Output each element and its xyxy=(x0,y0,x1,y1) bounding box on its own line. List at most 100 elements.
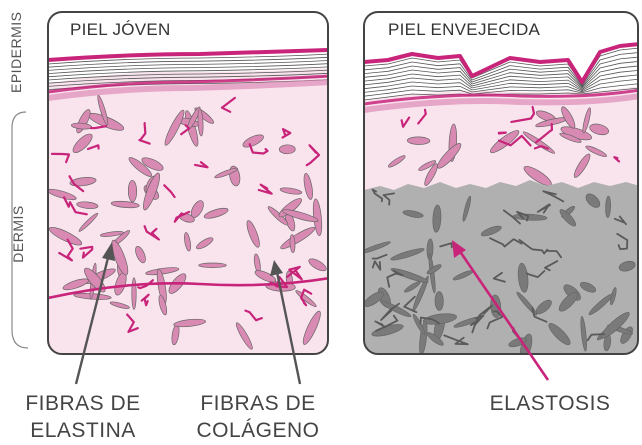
collagen-caption-line1: FIBRAS DE xyxy=(200,392,316,415)
collagen-fiber xyxy=(580,315,587,352)
collagen-fiber xyxy=(585,145,608,158)
collagen-fiber xyxy=(242,134,264,148)
elastic-fiber xyxy=(403,295,418,314)
elastic-fiber xyxy=(531,306,548,323)
collagen-fiber xyxy=(419,320,428,354)
collagen-fiber xyxy=(289,234,296,253)
elastic-fiber xyxy=(126,313,139,333)
elastic-fiber xyxy=(382,192,395,206)
collagen-fiber xyxy=(164,109,185,146)
elastic-fiber xyxy=(143,122,147,134)
collagen-fiber xyxy=(558,292,578,312)
elastic-fiber xyxy=(544,260,559,272)
collagen-fiber xyxy=(588,293,614,316)
epidermis-layer-line xyxy=(364,78,638,93)
elastosis-caption: ELASTOSIS xyxy=(489,392,611,415)
collagen-fiber xyxy=(99,231,125,237)
elastic-fiber xyxy=(489,237,523,248)
collagen-fiber xyxy=(48,226,83,246)
epidermis-layer-line xyxy=(364,69,638,91)
collagen-fiber xyxy=(589,123,610,136)
elastic-fiber xyxy=(542,190,565,203)
aged-basement-line xyxy=(364,88,638,106)
collagen-fiber xyxy=(548,323,571,346)
elastic-fiber xyxy=(194,161,209,169)
collagen-fiber xyxy=(173,318,207,328)
collagen-fiber xyxy=(426,332,444,346)
collagen-fiber xyxy=(302,310,321,345)
aged-upper-collagen-fibers xyxy=(388,106,610,186)
epidermis-layer-line xyxy=(48,60,328,71)
elastic-fiber xyxy=(486,310,504,330)
elastic-fiber xyxy=(79,245,94,259)
collagen-fiber xyxy=(254,270,277,283)
aged-epidermis-layers xyxy=(364,47,638,101)
aged-gray-elastic-fibers xyxy=(371,188,629,346)
collagen-fiber xyxy=(406,136,431,145)
elastin-caption: FIBRAS DE ELASTINA xyxy=(18,390,148,444)
collagen-fiber xyxy=(480,225,502,237)
young-elastin-fibers xyxy=(50,96,321,333)
collagen-fiber xyxy=(390,248,425,261)
collagen-fiber xyxy=(145,267,180,276)
elastic-fiber xyxy=(281,128,292,139)
elastin-caption-line1: FIBRAS DE xyxy=(25,392,141,415)
collagen-fiber xyxy=(198,262,227,268)
collagen-fiber xyxy=(364,241,391,254)
collagen-fiber xyxy=(78,212,99,232)
aged-panel-title: PIEL ENVEJECIDA xyxy=(388,20,541,39)
elastic-fiber xyxy=(419,316,441,325)
collagen-fiber xyxy=(390,268,429,283)
young-surface-line xyxy=(48,48,328,62)
collagen-fiber xyxy=(559,132,582,143)
collagen-fiber xyxy=(295,290,317,308)
collagen-fiber xyxy=(282,209,319,223)
collagen-fiber xyxy=(426,264,442,275)
epidermis-layer-line xyxy=(48,56,328,68)
aged-skin-panel xyxy=(364,12,638,354)
collagen-fiber xyxy=(109,301,130,309)
collagen-fiber xyxy=(585,193,601,208)
elastic-fiber xyxy=(140,293,150,307)
epidermis-layer-line xyxy=(364,74,638,92)
young-skin-panel xyxy=(48,12,328,354)
elastic-fiber xyxy=(50,152,71,164)
collagen-fiber xyxy=(462,195,472,222)
collagen-fiber xyxy=(184,232,191,252)
young-basement-line xyxy=(48,74,328,94)
collagen-fiber xyxy=(573,153,591,178)
collagen-fiber xyxy=(214,167,239,179)
elastic-fiber xyxy=(173,210,191,223)
aged-gray-collagen-fibers xyxy=(364,193,636,354)
elastic-fiber xyxy=(471,304,493,334)
elastic-fiber xyxy=(286,265,303,281)
elastic-fiber xyxy=(244,309,263,322)
collagen-fiber xyxy=(618,260,636,272)
elastic-fiber xyxy=(516,210,530,222)
collagen-fiber xyxy=(235,322,253,350)
elastic-fiber xyxy=(371,253,388,260)
collagen-fiber xyxy=(70,122,93,130)
elastic-fiber xyxy=(58,238,74,262)
collagen-fiber xyxy=(110,200,140,209)
collagen-fiber xyxy=(380,300,412,318)
epidermis-layer-line xyxy=(364,83,638,97)
elastic-fiber xyxy=(248,143,269,155)
collagen-fiber xyxy=(434,291,444,311)
young-panel-border xyxy=(47,11,329,355)
elastic-fiber xyxy=(138,132,151,145)
collagen-fiber xyxy=(76,201,99,209)
collagen-fiber xyxy=(517,262,529,293)
elastic-fiber xyxy=(143,225,160,241)
collagen-fiber xyxy=(135,246,146,264)
epidermis-layer-line xyxy=(48,63,328,74)
collagen-fiber xyxy=(97,95,109,126)
collagen-fiber xyxy=(418,160,437,171)
elastic-fiber xyxy=(613,156,621,163)
epidermis-layer-line xyxy=(48,69,328,81)
elastic-fiber xyxy=(386,269,404,288)
collagen-fiber xyxy=(308,258,327,272)
epidermis-layer-line xyxy=(364,47,638,85)
elastosis-pointer-arrow xyxy=(452,240,550,381)
aged-panel-border xyxy=(363,11,639,355)
